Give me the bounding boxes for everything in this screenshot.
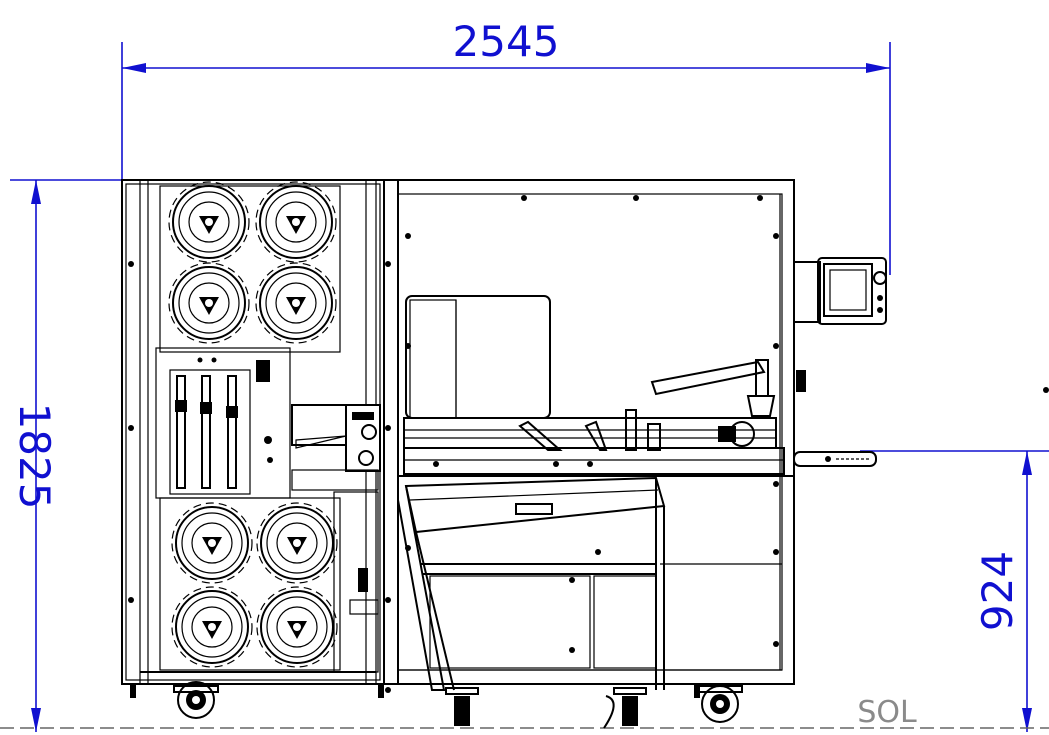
product-hood	[405, 295, 551, 419]
casters	[130, 681, 743, 729]
caster-wheel	[445, 687, 479, 726]
tension-panel	[169, 357, 273, 495]
discharge-chute	[397, 476, 666, 691]
caster-wheel	[697, 685, 743, 723]
control-panel	[794, 257, 1049, 393]
dimension-table-height: 924	[860, 450, 1049, 732]
sealing-head	[291, 404, 381, 673]
conveyor	[403, 409, 785, 475]
reel	[256, 502, 338, 584]
caster-wheel	[613, 687, 647, 726]
outfeed-conveyor	[793, 451, 877, 467]
reel	[256, 586, 338, 668]
dimension-height: 1825	[10, 179, 122, 732]
caster-wheel	[173, 681, 219, 719]
height-dimension-label: 1825	[10, 403, 59, 510]
reel	[168, 262, 250, 344]
dimension-width: 2545	[121, 17, 891, 275]
floor-label: SOL	[857, 695, 917, 730]
reel	[255, 262, 337, 344]
sensor-arm	[650, 359, 776, 447]
reel	[171, 586, 253, 668]
reel	[171, 502, 253, 584]
width-dimension-label: 2545	[453, 17, 560, 66]
table-height-dimension-label: 924	[973, 551, 1022, 631]
film-reels	[168, 181, 338, 668]
reel	[168, 181, 250, 263]
reel	[255, 181, 337, 263]
